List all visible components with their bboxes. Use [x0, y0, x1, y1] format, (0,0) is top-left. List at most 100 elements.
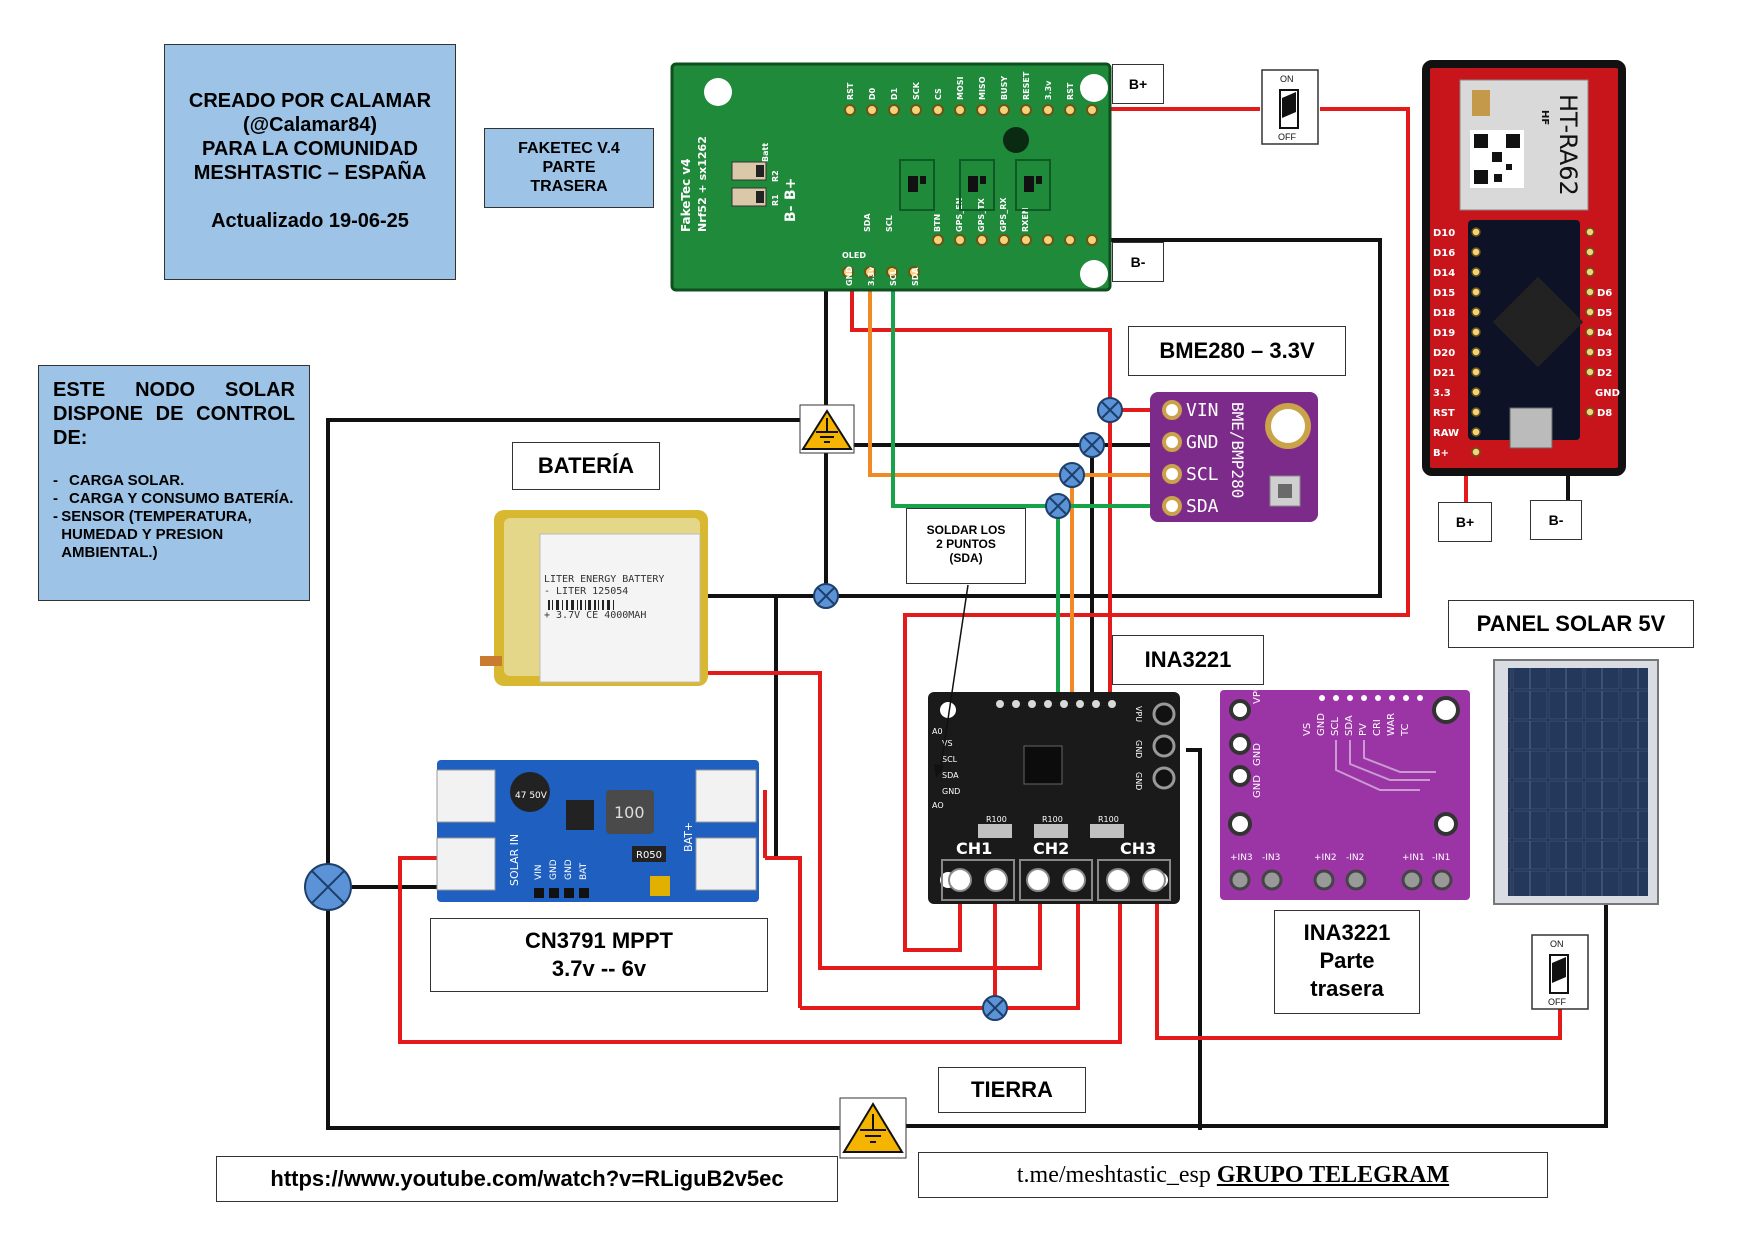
svg-text:BUSY: BUSY	[1000, 76, 1009, 100]
telegram-link[interactable]: t.me/meshtastic_esp GRUPO TELEGRAM	[918, 1152, 1548, 1198]
svg-text:GND: GND	[1595, 388, 1620, 399]
svg-text:GPS_TX: GPS_TX	[977, 197, 986, 232]
svg-text:BAT: BAT	[579, 862, 589, 880]
svg-text:ON: ON	[1550, 939, 1564, 949]
label-cn3791-line2: 3.7v -- 6v	[551, 956, 647, 981]
info-heading: ESTE NODO SOLAR DISPONE DE CONTROL DE:	[53, 379, 295, 449]
svg-text:VPU: VPU	[1134, 706, 1143, 722]
svg-text:MOSI: MOSI	[956, 76, 965, 100]
svg-text:SDA: SDA	[942, 771, 959, 780]
svg-text:FakeTec v4: FakeTec v4	[679, 158, 693, 232]
youtube-link[interactable]: https://www.youtube.com/watch?v=RLiguB2v…	[216, 1156, 838, 1202]
svg-text:TC: TC	[1400, 723, 1411, 737]
svg-text:HF: HF	[1539, 110, 1550, 125]
label-soldar-line3: (SDA)	[949, 551, 983, 565]
svg-text:WAR: WAR	[1386, 713, 1397, 736]
svg-text:R050: R050	[636, 850, 662, 861]
svg-text:HT-RA62: HT-RA62	[1554, 94, 1582, 196]
svg-text:R100: R100	[1098, 815, 1119, 824]
svg-text:BTN: BTN	[933, 214, 942, 232]
svg-text:VPU: VPU	[1252, 684, 1263, 704]
svg-text:D6: D6	[1597, 288, 1612, 299]
svg-text:D10: D10	[1433, 228, 1455, 239]
label-soldar: SOLDAR LOS 2 PUNTOS (SDA)	[906, 508, 1026, 584]
svg-text:D21: D21	[1433, 368, 1455, 379]
label-ina-back-line3: trasera	[1310, 976, 1384, 1001]
svg-text:GPS_RX: GPS_RX	[999, 197, 1008, 232]
svg-text:SCL: SCL	[1186, 464, 1219, 485]
svg-text:GPS_EN: GPS_EN	[955, 198, 964, 232]
battery-pack: LITER ENERGY BATTERY - LITER 125054 + 3.…	[480, 510, 708, 686]
svg-text:RST: RST	[1066, 82, 1075, 100]
label-soldar-line1: SOLDAR LOS	[926, 523, 1006, 537]
svg-text:+IN3: +IN3	[1230, 853, 1253, 863]
svg-text:D20: D20	[1433, 348, 1455, 359]
svg-text:D3: D3	[1597, 348, 1612, 359]
svg-text:PV: PV	[1358, 723, 1369, 736]
svg-text:GND: GND	[1186, 432, 1219, 453]
svg-text:RESET: RESET	[1022, 71, 1031, 100]
svg-text:3.3: 3.3	[1433, 388, 1451, 399]
credits-line1: CREADO POR CALAMAR	[188, 90, 432, 112]
svg-text:GND: GND	[1252, 743, 1263, 766]
svg-text:D18: D18	[1433, 308, 1455, 319]
cn3791-board: 47 50V 100 R050 SOLAR IN BAT+ VIN GND GN…	[436, 760, 759, 902]
svg-text:CH3: CH3	[1120, 839, 1156, 858]
label-ina-back: INA3221 Parte trasera	[1274, 910, 1420, 1014]
svg-text:GND: GND	[1088, 80, 1097, 100]
svg-text:47 50V: 47 50V	[515, 791, 548, 801]
svg-text:CH1: CH1	[956, 839, 992, 858]
svg-text:D2: D2	[1597, 368, 1612, 379]
svg-text:VS: VS	[942, 739, 953, 748]
svg-text:100: 100	[614, 803, 645, 822]
telegram-url: t.me/meshtastic_esp	[1016, 1162, 1211, 1188]
svg-text:A0: A0	[932, 727, 943, 736]
svg-text:-IN2: -IN2	[1346, 853, 1364, 863]
battery-brand: LITER ENERGY BATTERY	[544, 574, 664, 585]
svg-text:B+: B+	[1433, 448, 1449, 459]
svg-text:SDA: SDA	[1186, 496, 1219, 517]
battery-capacity: + 3.7V CE 4000MAH	[544, 610, 646, 621]
svg-text:GND: GND	[549, 859, 559, 880]
svg-text:D16: D16	[1433, 248, 1455, 259]
faketec-label-line3: TRASERA	[530, 178, 608, 195]
svg-text:Nrf52 + sx1262: Nrf52 + sx1262	[696, 136, 709, 232]
battery-model: - LITER 125054	[544, 586, 628, 597]
info-item: CARGA Y CONSUMO BATERÍA.	[69, 490, 294, 507]
svg-text:OFF: OFF	[1278, 132, 1296, 142]
svg-text:Batt: Batt	[761, 143, 770, 162]
svg-text:SOLAR IN: SOLAR IN	[508, 834, 521, 886]
on-off-switch-icon: ON OFF	[1531, 934, 1589, 1010]
solar-panel-icon	[1493, 659, 1659, 905]
svg-text:D14: D14	[1433, 268, 1455, 279]
faketec-label-box: FAKETEC V.4 PARTE TRASERA	[484, 128, 654, 208]
svg-text:D0: D0	[868, 87, 877, 100]
faketec-label-line2: PARTE	[542, 159, 596, 176]
svg-text:GND: GND	[1316, 713, 1327, 736]
svg-text:+IN2: +IN2	[1314, 853, 1337, 863]
svg-text:VIN: VIN	[1186, 400, 1219, 421]
credits-box: CREADO POR CALAMAR (@Calamar84) PARA LA …	[164, 44, 456, 280]
svg-text:SCL: SCL	[885, 215, 894, 232]
credits-line2: (@Calamar84)	[242, 114, 377, 136]
svg-text:R100: R100	[1042, 815, 1063, 824]
credits-updated: Actualizado 19-06-25	[211, 210, 409, 232]
label-b-plus-bottom: B+	[1438, 502, 1492, 542]
ground-symbol-icon	[799, 404, 855, 454]
label-tierra: TIERRA	[938, 1067, 1086, 1113]
svg-text:VS: VS	[1302, 723, 1313, 736]
svg-text:D19: D19	[1433, 328, 1455, 339]
svg-text:GND: GND	[942, 787, 960, 796]
svg-text:+IN1: +IN1	[1402, 853, 1425, 863]
svg-text:SDA: SDA	[911, 267, 920, 286]
credits-line3: PARA LA COMUNIDAD	[202, 138, 418, 160]
label-ina-back-line1: INA3221	[1303, 920, 1391, 945]
svg-text:D15: D15	[1433, 288, 1455, 299]
svg-text:GND: GND	[1252, 775, 1263, 798]
svg-text:ON: ON	[1280, 74, 1294, 84]
svg-text:SDA: SDA	[863, 213, 872, 232]
svg-text:GND: GND	[564, 859, 574, 880]
